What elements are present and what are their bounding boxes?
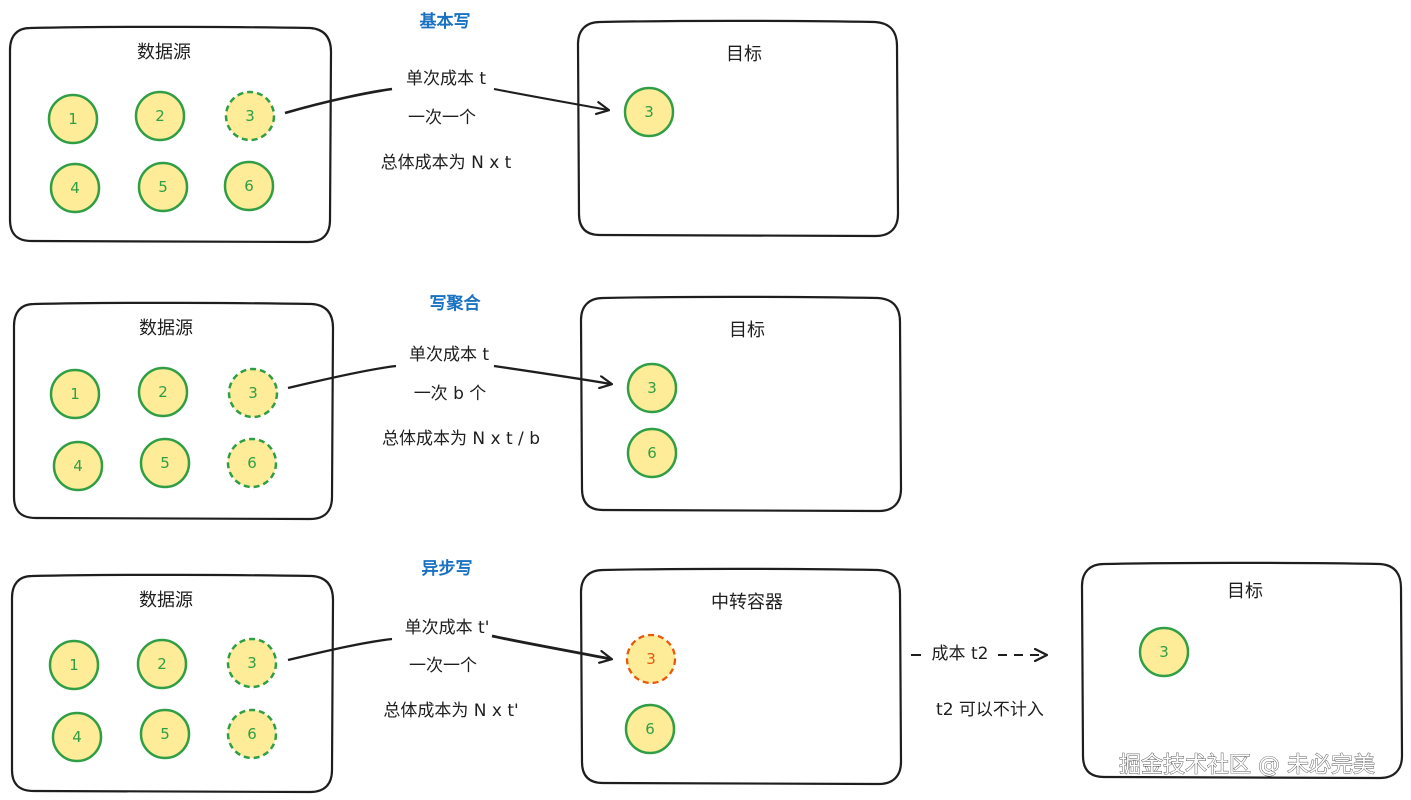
total-cost-label: 总体成本为 N x t xyxy=(381,153,512,173)
source-node: 1 xyxy=(48,639,100,691)
node-label: 4 xyxy=(70,179,80,197)
pending-node: 3 xyxy=(625,633,677,685)
source-node: 5 xyxy=(137,161,189,213)
node-label: 1 xyxy=(69,656,79,674)
cost-label: 单次成本 t' xyxy=(405,618,490,638)
node-label: 3 xyxy=(248,384,258,402)
write-arrow xyxy=(284,87,608,113)
source-node: 3 xyxy=(226,637,278,689)
node-label: 4 xyxy=(72,728,82,746)
target-node: 3 xyxy=(623,86,675,138)
node-label: 6 xyxy=(244,177,254,195)
source-node: 5 xyxy=(139,708,191,760)
source-node: 4 xyxy=(51,711,103,763)
source-node: 2 xyxy=(137,366,189,418)
node-label: 6 xyxy=(247,454,257,472)
node-label: 3 xyxy=(647,379,657,397)
source-node: 5 xyxy=(139,437,191,489)
source-node: 1 xyxy=(49,368,101,420)
transfer-note: t2 可以不计入 xyxy=(936,700,1044,720)
node-label: 2 xyxy=(158,383,168,401)
source-nodes: 1 2 3 4 5 6 xyxy=(49,366,279,492)
total-cost-label: 总体成本为 N x t' xyxy=(383,701,518,721)
batch-label: 一次一个 xyxy=(408,108,476,128)
source-nodes: 1 2 3 4 5 6 xyxy=(48,637,278,763)
source-title: 数据源 xyxy=(137,42,191,63)
source-title: 数据源 xyxy=(139,590,193,611)
source-node: 3 xyxy=(224,90,276,142)
node-label: 6 xyxy=(645,720,655,738)
source-box: 数据源 1 2 3 4 5 6 xyxy=(8,25,333,244)
section-write-aggregation: 写聚合 数据源 1 2 3 4 5 6 目标 3 6 单次成本 t 一次 b 个 总体成本… xyxy=(12,293,903,521)
node-label: 3 xyxy=(1159,643,1169,661)
write-arrow xyxy=(287,364,611,388)
target-node: 6 xyxy=(626,427,678,479)
source-node: 2 xyxy=(134,90,186,142)
container-title: 中转容器 xyxy=(711,592,783,613)
node-label: 6 xyxy=(247,725,257,743)
target-title: 目标 xyxy=(726,44,762,65)
cost-label: 单次成本 t xyxy=(409,345,489,365)
target-title: 目标 xyxy=(1227,581,1263,602)
source-nodes: 1 2 3 4 5 6 xyxy=(47,90,276,214)
node-label: 3 xyxy=(247,654,257,672)
section-async-write: 异步写 数据源 1 2 3 4 5 6 中转容器 3 6 单次成本 t' 一次一个 总体成… xyxy=(10,558,1404,794)
batch-label: 一次一个 xyxy=(409,656,477,676)
source-node: 4 xyxy=(52,440,104,492)
node-label: 4 xyxy=(73,457,83,475)
target-node: 6 xyxy=(624,703,676,755)
node-label: 5 xyxy=(160,725,170,743)
node-label: 6 xyxy=(647,444,657,462)
node-label: 2 xyxy=(155,107,165,125)
source-title: 数据源 xyxy=(139,318,193,339)
section-title: 异步写 xyxy=(422,558,473,579)
write-arrow xyxy=(287,634,611,660)
target-box: 目标 3 xyxy=(576,19,900,238)
node-label: 3 xyxy=(646,650,656,668)
section-basic-write: 基本写 数据源 1 2 3 4 5 6 目标 3 单次成本 t 一次一个 总体成本为 N … xyxy=(8,11,900,244)
transfer-cost-label: 成本 t2 xyxy=(932,644,989,664)
source-node: 2 xyxy=(136,638,188,690)
cost-label: 单次成本 t xyxy=(406,69,486,89)
target-node: 3 xyxy=(626,362,678,414)
source-box: 数据源 1 2 3 4 5 6 xyxy=(10,573,335,794)
node-label: 5 xyxy=(160,454,170,472)
section-title: 写聚合 xyxy=(430,293,482,314)
source-node: 6 xyxy=(223,160,275,212)
source-node: 1 xyxy=(47,93,99,145)
node-label: 3 xyxy=(644,103,654,121)
source-node: 6 xyxy=(226,437,278,489)
target-node: 3 xyxy=(1138,626,1190,678)
watermark-text: 掘金技术社区 @ 未必完美 xyxy=(1119,753,1375,778)
target-box: 目标 3 6 xyxy=(579,295,903,513)
total-cost-label: 总体成本为 N x t / b xyxy=(382,429,540,449)
node-label: 1 xyxy=(70,385,80,403)
source-node: 4 xyxy=(49,162,101,214)
node-label: 2 xyxy=(157,655,167,673)
source-node: 6 xyxy=(226,708,278,760)
node-label: 3 xyxy=(245,107,255,125)
section-title: 基本写 xyxy=(419,11,471,32)
target-title: 目标 xyxy=(729,320,765,341)
node-label: 5 xyxy=(158,178,168,196)
final-target-box: 目标 3 xyxy=(1080,561,1404,780)
source-node: 3 xyxy=(227,367,279,419)
source-box: 数据源 1 2 3 4 5 6 xyxy=(12,301,335,521)
transit-container-box: 中转容器 3 6 xyxy=(579,567,903,786)
node-label: 1 xyxy=(68,110,78,128)
batch-label: 一次 b 个 xyxy=(414,384,487,404)
